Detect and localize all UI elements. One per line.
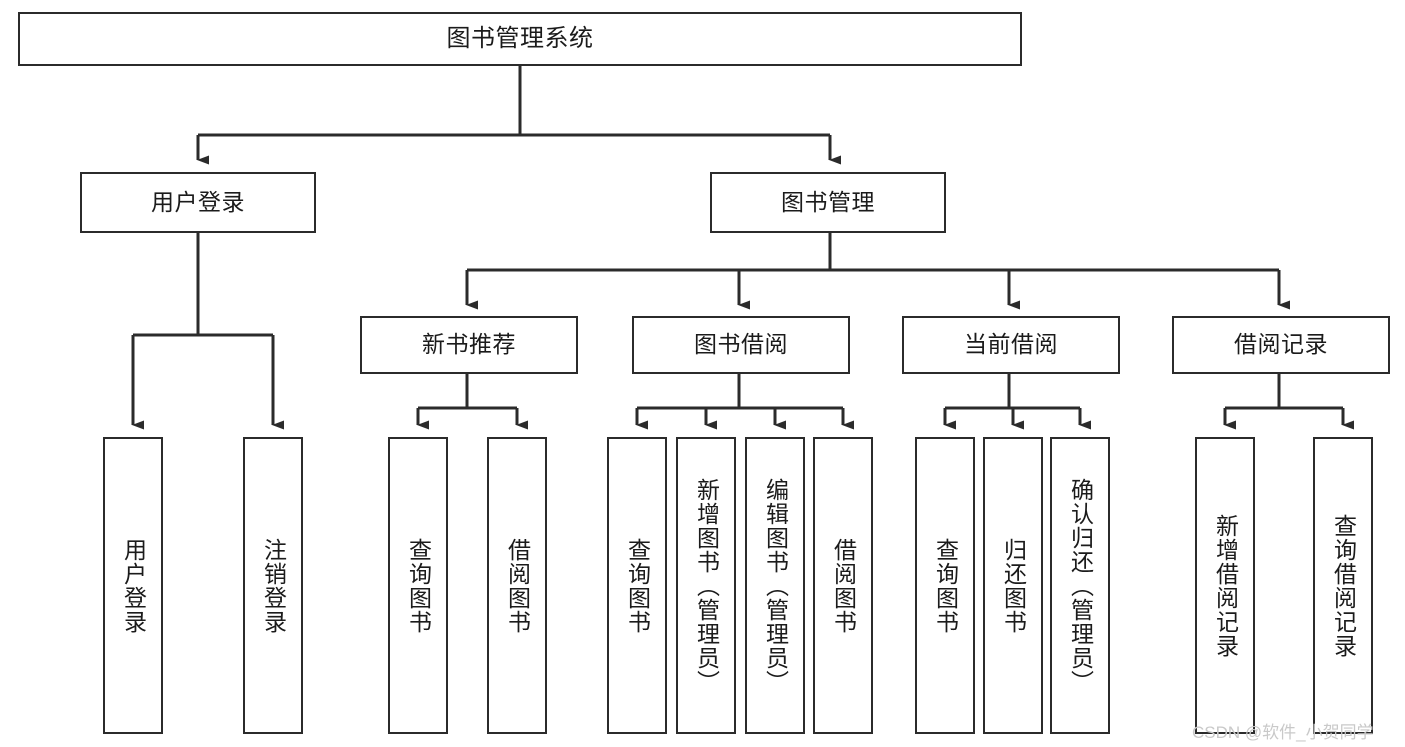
node-label: 用户登录 — [151, 188, 245, 215]
node-label: 查询图书 — [624, 537, 651, 634]
book-borrow-children-connectors — [635, 374, 854, 430]
node-new-book-recommendation[interactable]: 新书推荐 — [360, 316, 578, 374]
node-label: 借阅记录 — [1234, 331, 1328, 358]
node-label: 图书借阅 — [694, 331, 788, 358]
node-label: 归还图书 — [1000, 537, 1027, 634]
node-book-management[interactable]: 图书管理 — [710, 172, 946, 233]
node-user-login[interactable]: 用户登录 — [80, 172, 316, 233]
node-label: 查询图书 — [405, 537, 432, 634]
leaf-query-book-bb[interactable]: 查询图书 — [607, 437, 667, 734]
node-label: 图书管理 — [781, 188, 875, 215]
node-label: 新书推荐 — [422, 331, 516, 358]
leaf-edit-book-admin[interactable]: 编辑图书（管理员） — [745, 437, 805, 734]
root-to-level2-connectors — [196, 66, 841, 165]
node-label: 查询图书 — [932, 537, 959, 634]
leaf-add-borrow-record[interactable]: 新增借阅记录 — [1195, 437, 1255, 734]
borrow-record-children-connectors — [1223, 374, 1354, 430]
new-book-rec-children-connectors — [416, 374, 528, 430]
node-label: 借阅图书 — [830, 537, 857, 634]
node-borrowing-record[interactable]: 借阅记录 — [1172, 316, 1390, 374]
node-label: 查询借阅记录 — [1330, 513, 1357, 658]
leaf-confirm-return-admin[interactable]: 确认归还（管理员） — [1050, 437, 1110, 734]
leaf-user-login[interactable]: 用户登录 — [103, 437, 163, 734]
book-manage-children-connectors — [465, 233, 1290, 310]
leaf-borrow-book-nbr[interactable]: 借阅图书 — [487, 437, 547, 734]
leaf-query-book-nbr[interactable]: 查询图书 — [388, 437, 448, 734]
leaf-return-book[interactable]: 归还图书 — [983, 437, 1043, 734]
node-book-borrowing[interactable]: 图书借阅 — [632, 316, 850, 374]
leaf-query-book-cb[interactable]: 查询图书 — [915, 437, 975, 734]
node-label: 编辑图书（管理员） — [762, 477, 789, 694]
node-label: 确认归还（管理员） — [1067, 477, 1094, 694]
leaf-borrow-book-bb[interactable]: 借阅图书 — [813, 437, 873, 734]
node-label: 新增借阅记录 — [1212, 513, 1239, 658]
node-current-borrowing[interactable]: 当前借阅 — [902, 316, 1120, 374]
node-label: 借阅图书 — [504, 537, 531, 634]
leaf-logout[interactable]: 注销登录 — [243, 437, 303, 734]
node-label: 新增图书（管理员） — [693, 477, 720, 694]
node-label: 图书管理系统 — [446, 24, 594, 52]
leaf-add-book-admin[interactable]: 新增图书（管理员） — [676, 437, 736, 734]
node-label: 用户登录 — [120, 537, 147, 634]
node-root-book-management-system[interactable]: 图书管理系统 — [18, 12, 1022, 66]
current-borrow-children-connectors — [943, 374, 1091, 430]
node-label: 当前借阅 — [964, 331, 1058, 358]
user-login-children-connectors — [131, 233, 284, 430]
node-label: 注销登录 — [260, 537, 287, 634]
leaf-query-borrow-record[interactable]: 查询借阅记录 — [1313, 437, 1373, 734]
